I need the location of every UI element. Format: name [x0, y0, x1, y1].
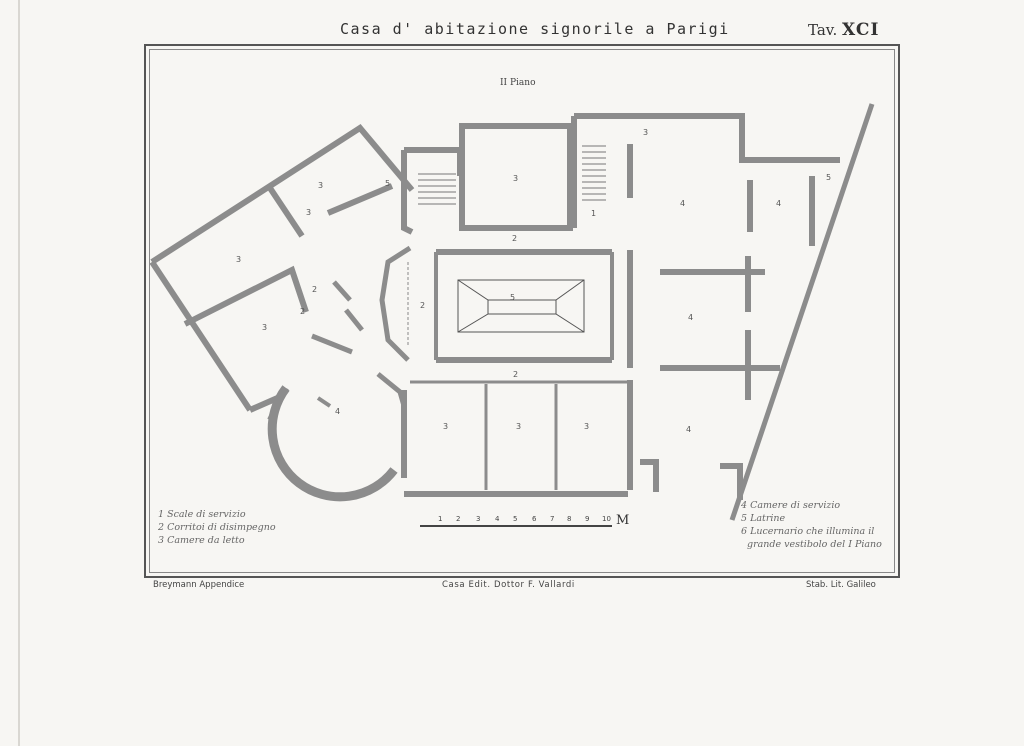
- svg-text:4: 4: [686, 425, 691, 434]
- wall-round-room: [267, 385, 398, 502]
- room-number-labels: 3 3 3 3 5 3 1 3 2 2 2 2 5 4 4 4 5 4 3 3 …: [236, 128, 831, 434]
- svg-text:5: 5: [385, 179, 390, 188]
- plate-frame: [144, 44, 900, 578]
- svg-text:4: 4: [688, 313, 693, 322]
- plate-prefix: Tav.: [808, 21, 838, 39]
- svg-text:2: 2: [456, 515, 460, 523]
- svg-text:6: 6: [532, 515, 537, 523]
- legend-item: 2 Corritoi di disimpegno: [158, 522, 276, 533]
- svg-text:3: 3: [262, 323, 267, 332]
- svg-text:3: 3: [443, 422, 448, 431]
- wall-left-wing-outer: [149, 260, 253, 412]
- svg-text:3: 3: [643, 128, 648, 137]
- footer-center: Casa Edit. Dottor F. Vallardi: [442, 580, 575, 590]
- svg-text:5: 5: [510, 293, 515, 302]
- legend-item: 5 Latrine: [741, 513, 786, 524]
- plate-number: Tav. XCI: [808, 20, 879, 40]
- svg-text:3: 3: [516, 422, 521, 431]
- svg-text:8: 8: [567, 515, 571, 523]
- plan-walls: [149, 103, 875, 521]
- floor-label: II Piano: [500, 78, 536, 88]
- svg-text:3: 3: [584, 422, 589, 431]
- legend-item: 1 Scale di servizio: [158, 509, 246, 520]
- svg-text:1: 1: [591, 209, 596, 218]
- svg-text:4: 4: [495, 515, 500, 523]
- legend-item: grande vestibolo del I Piano: [747, 539, 882, 550]
- svg-text:4: 4: [680, 199, 685, 208]
- svg-text:3: 3: [236, 255, 241, 264]
- svg-text:2: 2: [513, 370, 518, 379]
- footer-left: Breymann Appendice: [153, 580, 245, 590]
- svg-text:5: 5: [513, 515, 517, 523]
- svg-text:2: 2: [420, 301, 425, 310]
- legend-item: 4 Camere di servizio: [741, 500, 841, 511]
- stair-treads: [418, 145, 606, 205]
- svg-text:2: 2: [512, 234, 517, 243]
- wall-left-wing-partition-2: [183, 265, 309, 327]
- wall-room-top-center: [459, 123, 573, 231]
- wall-diagonal-right: [729, 103, 875, 521]
- wall-stair-left: [404, 147, 463, 176]
- svg-text:7: 7: [550, 515, 554, 523]
- svg-text:5: 5: [826, 173, 831, 182]
- svg-text:10: 10: [602, 515, 611, 523]
- page-edge-shadow: [18, 0, 20, 746]
- skylight-lucernario: [457, 279, 585, 333]
- scale-bar: 1 2 3 4 5 6 7 8 9 10: [420, 515, 612, 527]
- svg-text:2: 2: [312, 285, 317, 294]
- svg-text:3: 3: [513, 174, 518, 183]
- svg-text:3: 3: [318, 181, 323, 190]
- wall-left-wing-partition-1: [267, 186, 305, 238]
- plate-title: Casa d' abitazione signorile a Parigi: [340, 20, 730, 38]
- svg-text:2: 2: [300, 307, 305, 316]
- wall-left-wing-top: [150, 124, 415, 265]
- legend-item: 6 Lucernario che illumina il: [741, 526, 875, 537]
- plate-roman-numeral: XCI: [842, 20, 880, 40]
- legend-left: 1 Scale di servizio 2 Corritoi di disimp…: [158, 508, 276, 547]
- legend-right: 4 Camere di servizio 5 Latrine 6 Lucerna…: [741, 499, 882, 551]
- scale-unit: M: [616, 513, 630, 528]
- svg-text:4: 4: [776, 199, 781, 208]
- legend-item: 3 Camere da letto: [158, 535, 245, 546]
- footer-right: Stab. Lit. Galileo: [806, 580, 876, 590]
- svg-text:3: 3: [476, 515, 480, 523]
- wall-top-right: [574, 113, 840, 163]
- wall-vestibule-curve: [379, 245, 412, 362]
- svg-text:3: 3: [306, 208, 311, 217]
- svg-text:4: 4: [335, 407, 340, 416]
- svg-text:9: 9: [585, 515, 589, 523]
- svg-text:1: 1: [438, 515, 442, 523]
